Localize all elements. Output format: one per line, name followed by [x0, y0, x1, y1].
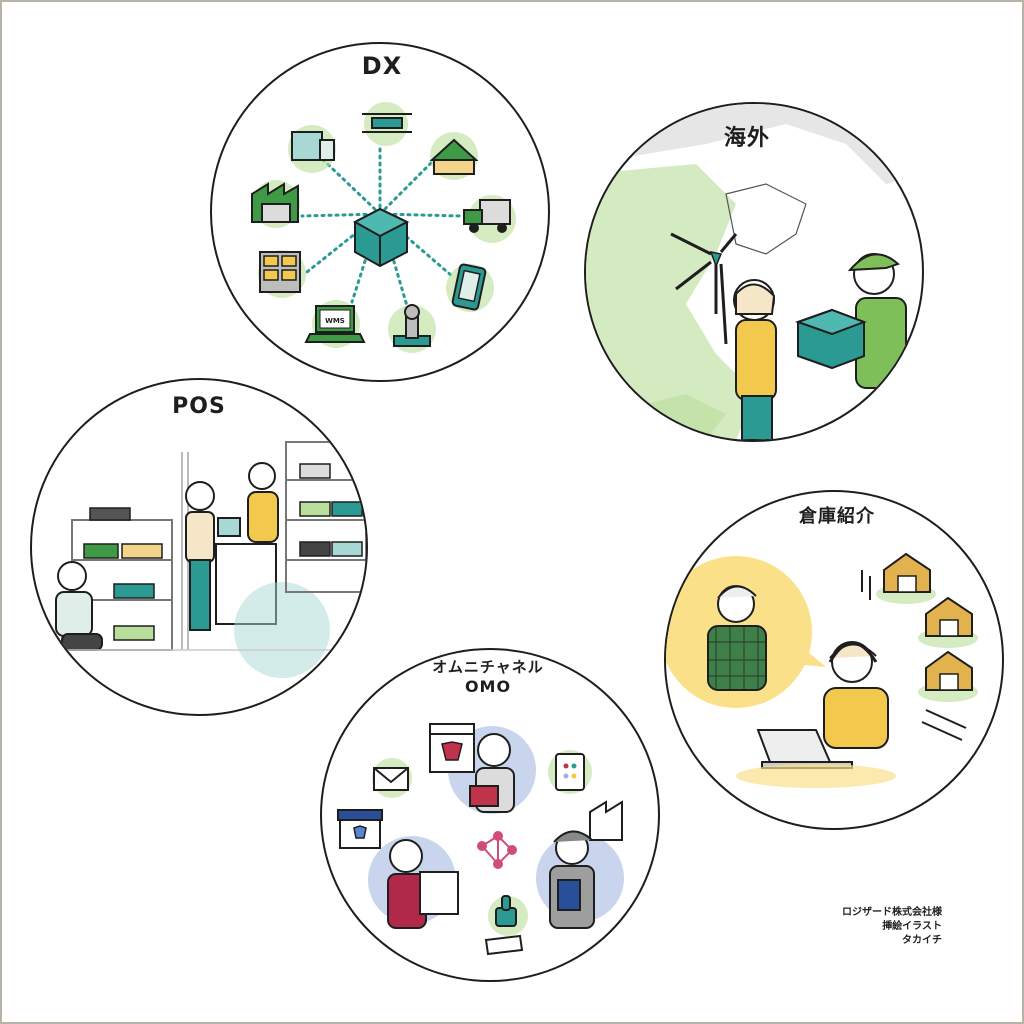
crouching-staff-figure — [55, 561, 103, 651]
factory-outline-icon — [589, 800, 623, 841]
woman-with-tablet-figure — [469, 733, 515, 813]
overseas-circle — [584, 102, 924, 442]
pos-illustration — [55, 441, 366, 678]
office-building-icon — [288, 125, 336, 173]
drone-icon — [362, 102, 412, 146]
warehouse-intro-illustration — [666, 552, 978, 788]
storage-shelf-icon — [258, 250, 306, 298]
japan-marker-icon — [709, 251, 723, 269]
worker-with-clipboard-figure — [549, 830, 595, 929]
warehouse-house-icon — [429, 132, 479, 180]
cashier-figure — [185, 481, 215, 631]
robot-arm-icon — [388, 304, 436, 353]
dx-label: DX — [361, 52, 403, 80]
truck-icon — [463, 195, 516, 243]
dx-illustration: WMS — [251, 102, 516, 353]
pos-terminal-icon — [217, 517, 241, 537]
webpage-icon — [429, 723, 475, 773]
warehouse-intro-circle — [664, 490, 1004, 830]
omnichannel-circle — [320, 648, 660, 982]
dx-circle: WMS — [210, 42, 550, 382]
clothing-shelf-right — [285, 441, 366, 593]
laptop-screen-text: WMS — [325, 317, 345, 325]
factory-icon — [251, 180, 300, 228]
shipping-arrows — [670, 232, 738, 345]
wms-laptop-icon: WMS — [304, 300, 366, 348]
woman-receiving-figure — [733, 279, 777, 440]
warehouse-intro-label: 倉庫紹介 — [799, 506, 875, 527]
tablet-icon — [548, 750, 592, 794]
envelope-icon — [372, 758, 412, 798]
omnichannel-label-line1: オムニチャネル — [432, 658, 544, 676]
overseas-illustration — [586, 104, 922, 440]
card-icon — [484, 934, 524, 956]
omnichannel-illustration — [337, 723, 624, 956]
pos-label: POS — [172, 394, 226, 419]
asia-map-region — [586, 164, 756, 440]
warehouse-icon-1 — [876, 552, 936, 604]
pos-circle — [30, 378, 368, 716]
thumbs-up-icon — [488, 895, 528, 936]
operator-with-headset-figure — [823, 641, 889, 749]
omnichannel-label-line2: OMO — [464, 677, 512, 696]
customer-figure — [247, 462, 279, 543]
delivery-person-figure — [847, 253, 907, 389]
central-box-icon — [352, 207, 410, 268]
man-on-phone-figure — [707, 585, 767, 691]
overseas-label: 海外 — [723, 126, 770, 151]
network-icon — [477, 831, 517, 869]
credit-artist: タカイチ — [902, 935, 942, 946]
store-icon — [337, 809, 383, 849]
package-box-icon — [794, 308, 867, 370]
man-holding-clothes-figure — [387, 839, 459, 929]
credit-client: ロジザード株式会社様 — [842, 907, 942, 918]
illustration-credit: ロジザード株式会社様 挿絵イラスト タカイチ — [842, 906, 942, 948]
smartphone-icon — [446, 263, 494, 312]
warehouse-icon-3 — [918, 650, 978, 702]
warehouse-icon-2 — [918, 596, 978, 648]
credit-type: 挿絵イラスト — [882, 921, 942, 932]
